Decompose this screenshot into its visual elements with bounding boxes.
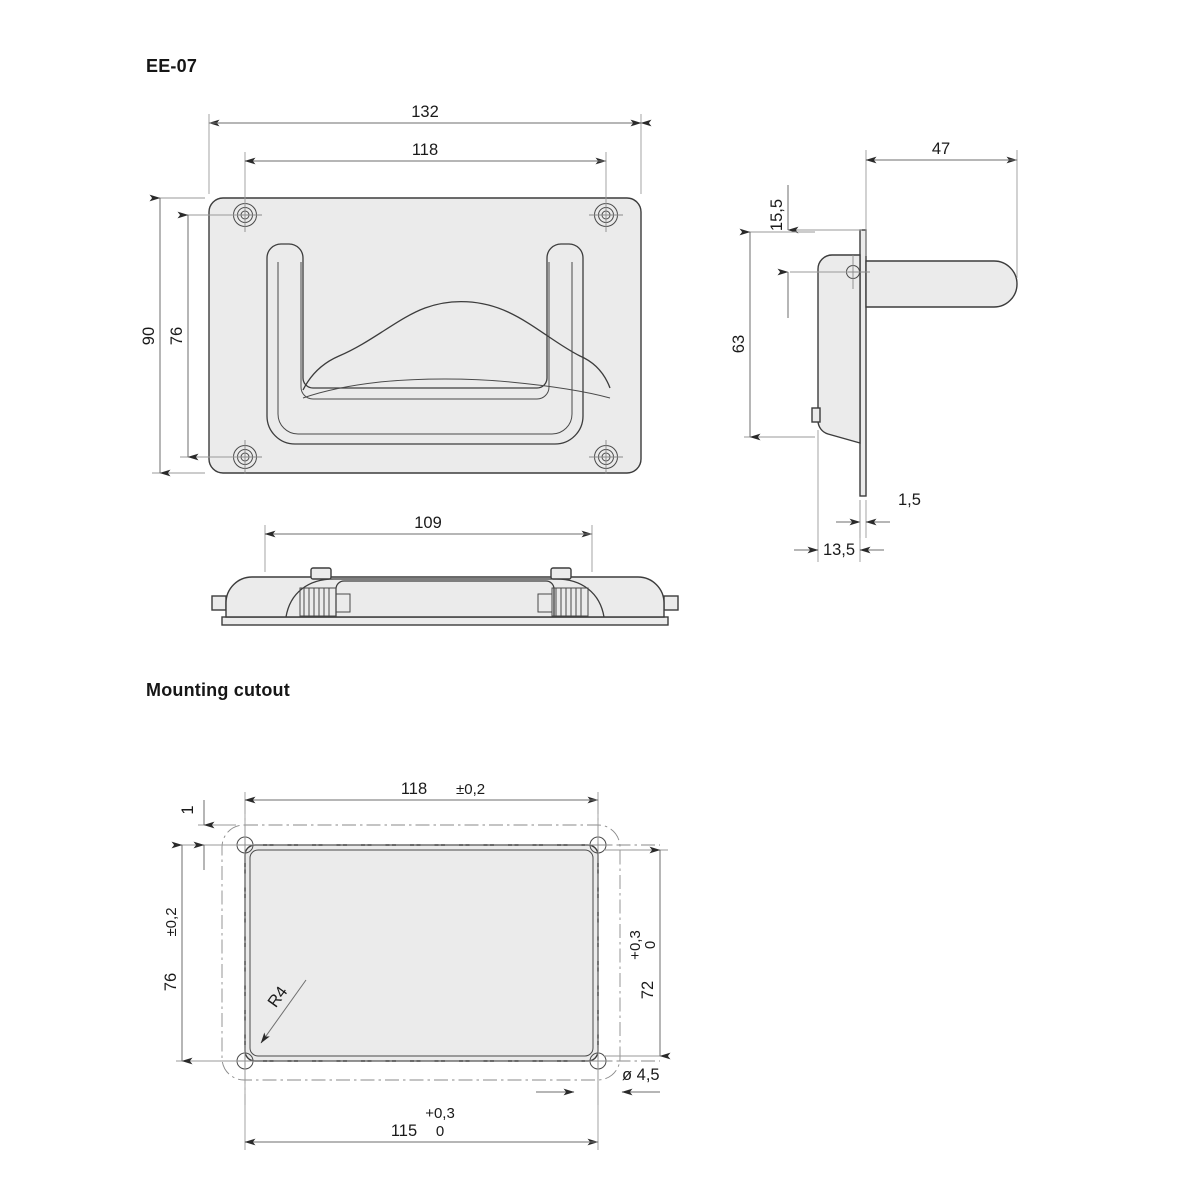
dim-label-1: 1: [179, 805, 197, 814]
dim-label-72-tol-lower: 0: [642, 941, 659, 949]
dim-front-holes-118: 118: [244, 141, 607, 205]
dim-label-118-tolerance: ±0,2: [456, 781, 485, 798]
dim-label-76-tolerance: ±0,2: [163, 907, 180, 936]
bottom-nub-left: [310, 567, 332, 580]
dim-cutout-hole-dia: ø 4,5: [536, 1066, 660, 1098]
dim-label-1-5: 1,5: [898, 491, 921, 509]
dim-side-depth-135: 13,5: [794, 430, 884, 562]
dim-side-offset-155: 15,5: [768, 185, 862, 318]
page-title: EE-07: [146, 56, 198, 76]
dim-label-76-cutout: 76: [162, 973, 180, 991]
dim-label-118: 118: [412, 141, 438, 159]
bottom-spring-right: [537, 587, 589, 617]
dim-label-132: 132: [411, 103, 439, 121]
dim-label-72: 72: [639, 981, 657, 999]
dim-label-15-5: 15,5: [768, 199, 786, 231]
front-screw-hole-br: [589, 440, 623, 474]
cutout-part-footprint: [221, 824, 621, 1081]
dim-label-115-tol-upper: +0,3: [425, 1105, 455, 1122]
handle-arch-lower-outline: [302, 378, 611, 399]
dim-cutout-76: 76 ±0,2: [162, 841, 238, 1065]
dim-side-height-63: 63: [730, 228, 815, 441]
bottom-tab-right: [663, 595, 679, 611]
dim-label-dia-4-5: ø 4,5: [622, 1066, 660, 1084]
side-flange-plate: [859, 229, 867, 497]
bottom-handle-flat: [335, 580, 555, 617]
dim-side-thickness-15: 1,5: [836, 491, 921, 538]
dim-cutout-115: 115 +0,3 0: [244, 1068, 599, 1150]
dim-front-width-132: 132: [208, 103, 652, 194]
dim-front-height-90: 90: [140, 194, 205, 477]
front-view: 132 118 90: [140, 103, 652, 477]
bottom-flange-plate: [221, 616, 669, 626]
dim-label-109: 109: [414, 514, 442, 532]
mounting-cutout-view: 118 ±0,2 76 ±0,2 1: [162, 780, 671, 1150]
cutout-opening-inner: [249, 849, 594, 1057]
dim-label-47: 47: [932, 140, 950, 158]
recess-step-outline: [300, 262, 550, 400]
dim-cutout-72: 72 +0,3 0: [604, 846, 671, 1060]
side-handle-arm: [865, 260, 1018, 308]
side-latch-tab: [811, 407, 821, 423]
section-title-mounting-cutout: Mounting cutout: [146, 680, 290, 700]
recess-inner-outline: [277, 262, 573, 435]
bottom-tab-left: [211, 595, 227, 611]
dim-label-63: 63: [730, 335, 748, 353]
handle-arch-outline: [302, 300, 611, 391]
dim-label-90: 90: [140, 327, 158, 345]
side-recess-body: [817, 254, 861, 444]
dim-label-76: 76: [168, 327, 186, 345]
dim-label-115: 115: [391, 1122, 417, 1140]
recess-outer-outline: [266, 243, 584, 445]
dim-side-arm-47: 47: [865, 140, 1018, 278]
dim-bottom-width-109: 109: [264, 514, 593, 572]
bottom-handle-body: [285, 578, 605, 618]
dim-label-118-cutout: 118: [401, 780, 427, 798]
bottom-view: 109: [211, 514, 679, 626]
front-screw-hole-tr: [589, 198, 623, 232]
dim-cutout-edge-1: 1: [179, 800, 236, 870]
front-plate-outline: [208, 197, 642, 474]
dim-label-115-tol-lower: 0: [436, 1123, 444, 1140]
cutout-opening: [244, 844, 599, 1062]
dim-label-72-tol-upper: +0,3: [627, 930, 644, 960]
dim-cutout-118: 118 ±0,2: [244, 780, 599, 838]
bottom-spring-left: [299, 587, 351, 617]
dim-front-holes-76: 76: [168, 211, 238, 461]
bottom-nub-right: [550, 567, 572, 580]
dim-label-13-5: 13,5: [823, 541, 855, 559]
bottom-recess-body: [225, 576, 665, 618]
side-view: 47 15,5 63: [730, 140, 1018, 562]
